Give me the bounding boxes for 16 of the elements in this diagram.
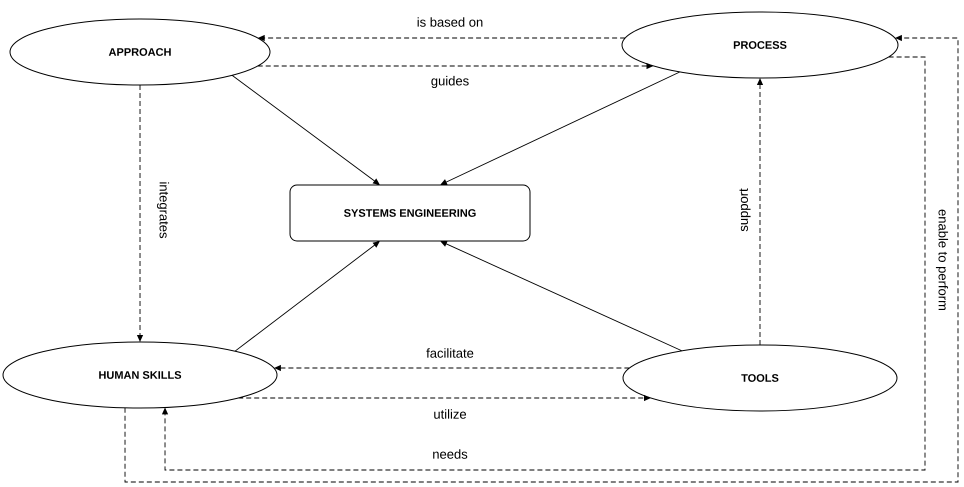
edge-label: guides (431, 76, 469, 88)
edge-label: is based on (418, 17, 482, 27)
arrow (232, 74, 380, 185)
edge-label: enable to perform (936, 210, 948, 310)
ellipse-node: APPROACH (10, 18, 270, 86)
edge-label: utilize (434, 409, 466, 419)
ellipse-node: HUMAN SKILLS (2, 342, 278, 408)
ellipse-node: PROCESS (622, 12, 898, 78)
edge-label: integrates (156, 182, 170, 238)
arrow (162, 56, 926, 470)
ellipse-node: TOOLS (622, 344, 898, 412)
edge-label: needs (433, 449, 468, 459)
edge-label: support (739, 188, 751, 232)
rounded-box: SYSTEMS ENGINEERING (290, 184, 530, 242)
edge-label: facilitate (426, 348, 474, 358)
arrow (234, 241, 380, 352)
